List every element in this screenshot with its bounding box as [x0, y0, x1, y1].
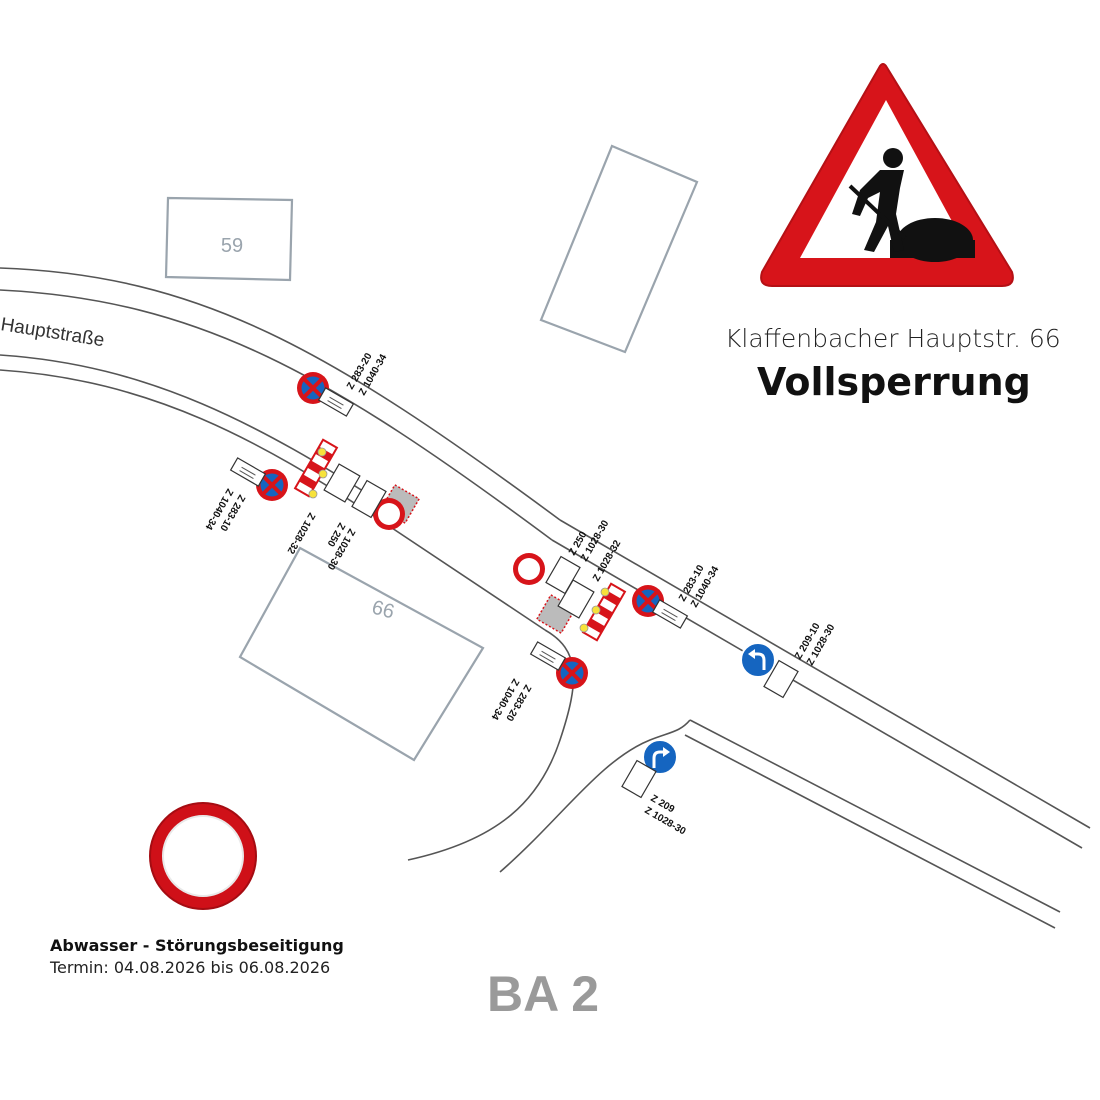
arrow-left-icon: [752, 652, 766, 670]
work-date: Termin: 04.08.2026 bis 06.08.2026: [50, 958, 331, 977]
arrow-head: [748, 649, 755, 659]
building-59: [164, 196, 294, 282]
building-59-number: 59: [221, 235, 243, 257]
warning-lamp-icon: [318, 469, 328, 479]
road-edge-north-east-inner: [551, 539, 1083, 849]
detour-plate: [557, 579, 595, 619]
arrow-right-icon: [652, 750, 666, 768]
side-road-east: [499, 719, 691, 873]
sign-plate: [530, 641, 566, 671]
sign-plate: [621, 759, 657, 799]
warning-lamp-icon: [591, 605, 601, 615]
detour-plate: [323, 463, 361, 503]
warning-lamp-icon: [600, 587, 610, 597]
buildings: [164, 144, 699, 762]
building-66: [238, 546, 485, 762]
turn-left-sign-icon: [740, 642, 776, 678]
no-vehicles-sign-icon: [513, 553, 545, 585]
work-title: Abwasser - Störungsbeseitigung: [50, 936, 344, 955]
construction-phase: BA 2: [487, 966, 600, 1022]
road-edge-south-east: [689, 719, 1061, 913]
warning-lamp-icon: [317, 447, 327, 457]
turn-right-sign-icon: [642, 739, 678, 775]
sign-turn-left: Z 209-10 Z 1028-30: [740, 621, 838, 699]
road-edge-north-east: [559, 519, 1091, 829]
road-edge-south-east-inner: [684, 734, 1056, 929]
sign-plate: [230, 457, 266, 487]
road-works-warning-icon: [760, 63, 1014, 287]
sign-no-stopping-top: Z 283-20 Z 1040-34: [295, 351, 390, 417]
sign-plate: [351, 479, 387, 519]
road-edge-north: [0, 267, 561, 521]
road-edge-south-inner: [0, 354, 386, 506]
warning-lamp-icon: [308, 489, 318, 499]
sign-plate: [652, 599, 688, 629]
site-address: Klaffenbacher Hauptstr. 66: [725, 324, 1061, 353]
legend-no-vehicles-sign-icon: [149, 802, 257, 910]
sign-plate: [763, 659, 799, 699]
side-road-west: [407, 629, 575, 861]
warning-lamp-icon: [579, 623, 589, 633]
closure-type: Vollsperrung: [757, 360, 1031, 404]
building-unnumbered: [539, 144, 699, 354]
sign-no-stopping-right: Z 283-10 Z 1040-34: [630, 563, 722, 629]
road-edge-north-inner: [0, 289, 553, 541]
sign-no-stopping-left: Z 1040-34 Z 283-10: [202, 457, 290, 533]
street-name: Hauptstraße: [0, 314, 106, 351]
sign-turn-right: Z 209 Z 1028-30: [621, 739, 688, 838]
arrow-head: [663, 747, 670, 757]
sign-no-stopping-bottom: Z 1040-34 Z 283-20: [488, 641, 590, 723]
